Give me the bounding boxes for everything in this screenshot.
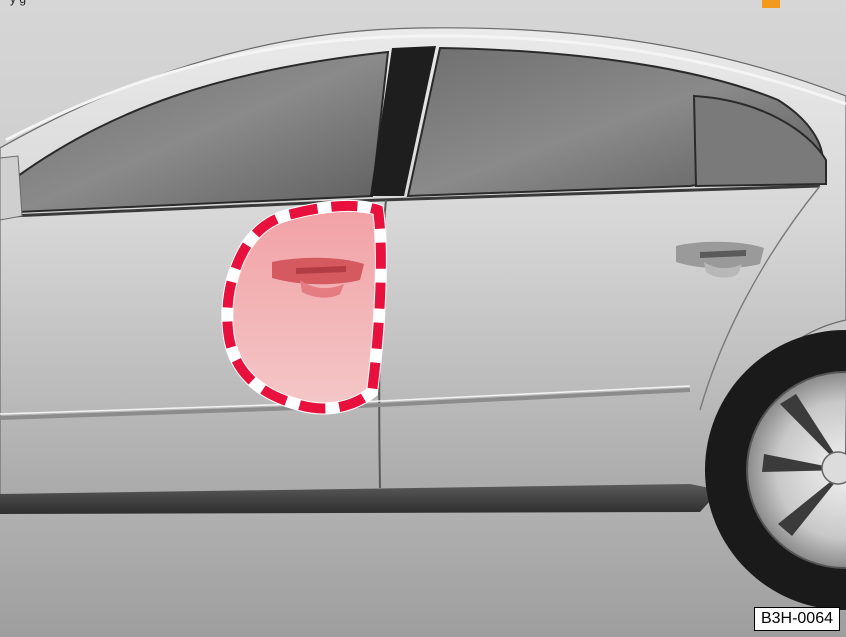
side-mirror — [0, 156, 22, 220]
highlight-zone — [227, 206, 381, 409]
figure-code-label: B3H-0064 — [754, 607, 840, 631]
warning-icon — [762, 0, 780, 8]
cropped-caption-text: y g — [10, 0, 770, 6]
